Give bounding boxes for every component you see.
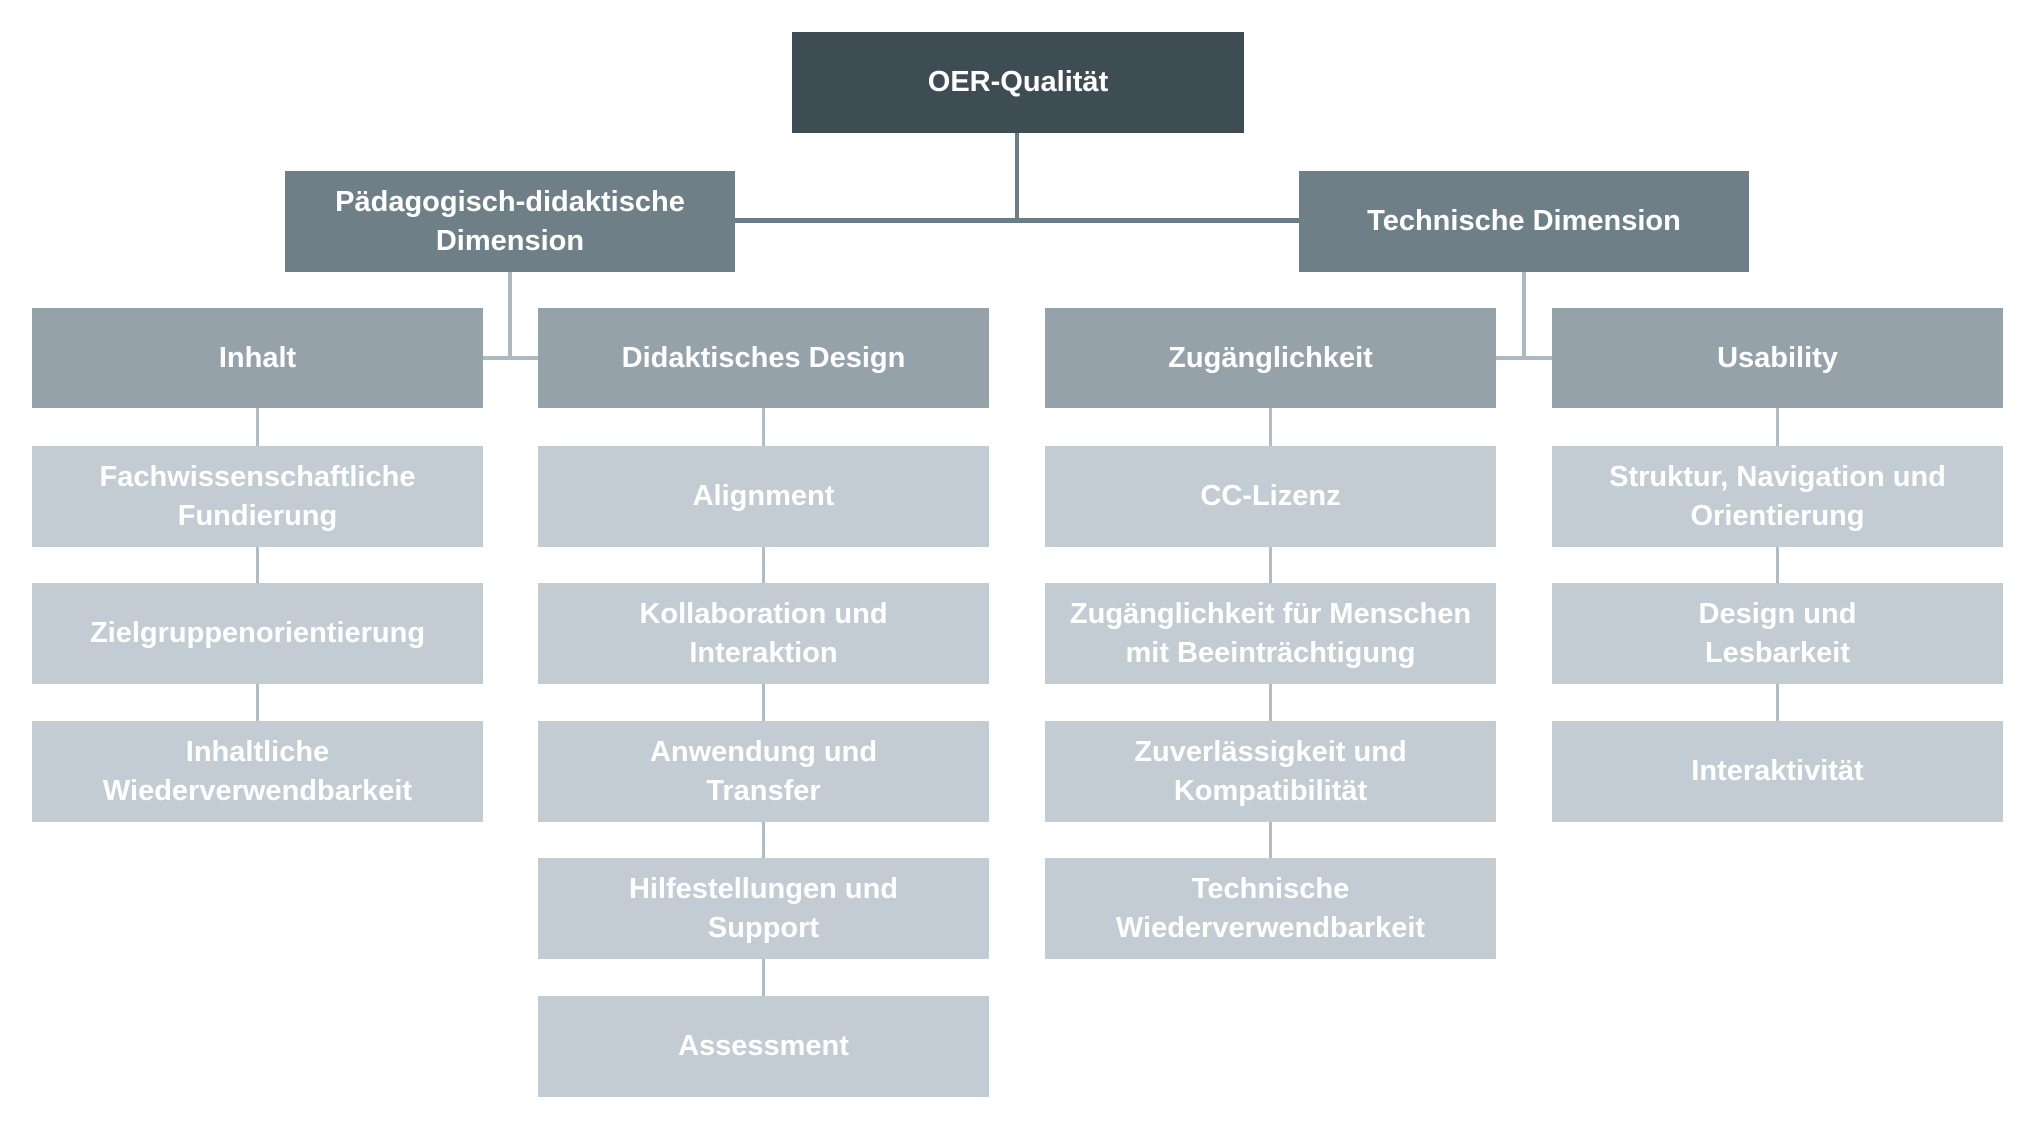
node-label: Design und Lesbarkeit: [1698, 598, 1857, 669]
connector-didaktik-5: [762, 959, 765, 996]
node-hilfestellungen-und-support: Hilfestellungen und Support: [538, 858, 989, 959]
node-kollaboration-und-interaktion: Kollaboration und Interaktion: [538, 583, 989, 684]
connector-usability-2: [1776, 547, 1779, 583]
connector-didaktik-2: [762, 547, 765, 583]
node-label: Fachwissenschaftliche Fundierung: [99, 461, 416, 532]
node-cc-lizenz: CC-Lizenz: [1045, 446, 1496, 547]
node-label: Technische Dimension: [1367, 205, 1681, 238]
node-label: Inhaltliche Wiederverwendbarkeit: [102, 736, 413, 807]
node-label: Hilfestellungen und Support: [628, 873, 899, 944]
node-zugaenglichkeit-fuer-menschen-mit-beeintraechtigung: Zugänglichkeit für Menschen mit Beeinträ…: [1045, 583, 1496, 684]
node-label: Pädagogisch-didaktische Dimension: [335, 186, 685, 257]
node-technische-dimension: Technische Dimension: [1299, 171, 1749, 272]
connector-paedagogisch-drop: [508, 272, 512, 360]
connector-didaktik-4: [762, 822, 765, 858]
node-zielgruppenorientierung: Zielgruppenorientierung: [32, 583, 483, 684]
node-zuverlaessigkeit-und-kompatibilitaet: Zuverlässigkeit und Kompatibilität: [1045, 721, 1496, 822]
connector-left-gap-hline: [483, 356, 538, 360]
node-label: Inhalt: [218, 341, 297, 374]
node-label: Didaktisches Design: [621, 341, 906, 374]
node-label: CC-Lizenz: [1200, 480, 1341, 513]
node-label: Zielgruppenorientierung: [89, 617, 426, 650]
node-assessment: Assessment: [538, 996, 989, 1097]
node-zugaenglichkeit: Zugänglichkeit: [1045, 308, 1496, 408]
node-alignment: Alignment: [538, 446, 989, 547]
node-anwendung-und-transfer: Anwendung und Transfer: [538, 721, 989, 822]
node-label: Zugänglichkeit: [1168, 341, 1373, 374]
node-label: Zuverlässigkeit und Kompatibilität: [1134, 736, 1407, 807]
node-struktur-navigation-und-orientierung: Struktur, Navigation und Orientierung: [1552, 446, 2003, 547]
connector-root-drop: [1015, 133, 1019, 223]
node-label: Zugänglichkeit für Menschen mit Beeinträ…: [1069, 598, 1472, 669]
node-design-und-lesbarkeit: Design und Lesbarkeit: [1552, 583, 2003, 684]
node-inhaltliche-wiederverwendbarkeit: Inhaltliche Wiederverwendbarkeit: [32, 721, 483, 822]
node-technische-wiederverwendbarkeit: Technische Wiederverwendbarkeit: [1045, 858, 1496, 959]
node-paedagogisch-didaktische-dimension: Pädagogisch-didaktische Dimension: [285, 171, 735, 272]
node-label: OER-Qualität: [927, 66, 1109, 99]
connector-zugang-3: [1269, 684, 1272, 721]
connector-zugang-1: [1269, 408, 1272, 446]
node-fachwissenschaftliche-fundierung: Fachwissenschaftliche Fundierung: [32, 446, 483, 547]
node-label: Kollaboration und Interaktion: [639, 598, 888, 669]
connector-inhalt-1: [256, 408, 259, 446]
node-oer-qualitaet: OER-Qualität: [792, 32, 1244, 133]
node-usability: Usability: [1552, 308, 2003, 408]
connector-usability-3: [1776, 684, 1779, 721]
node-interaktivitaet: Interaktivität: [1552, 721, 2003, 822]
node-label: Anwendung und Transfer: [649, 736, 878, 807]
node-inhalt: Inhalt: [32, 308, 483, 408]
node-label: Usability: [1717, 341, 1838, 374]
node-label: Technische Wiederverwendbarkeit: [1115, 873, 1426, 944]
node-label: Struktur, Navigation und Orientierung: [1609, 461, 1946, 532]
node-didaktisches-design: Didaktisches Design: [538, 308, 989, 408]
node-label: Assessment: [678, 1030, 849, 1063]
connector-right-gap-hline: [1496, 356, 1552, 360]
connector-zugang-2: [1269, 547, 1272, 583]
connector-usability-1: [1776, 408, 1779, 446]
connector-didaktik-3: [762, 684, 765, 721]
connector-inhalt-2: [256, 547, 259, 583]
node-label: Interaktivität: [1691, 755, 1864, 788]
connector-dimensions-hline: [735, 218, 1299, 223]
connector-didaktik-1: [762, 408, 765, 446]
connector-inhalt-3: [256, 684, 259, 721]
node-label: Alignment: [692, 480, 835, 513]
connector-technische-drop: [1522, 272, 1526, 360]
connector-zugang-4: [1269, 822, 1272, 858]
